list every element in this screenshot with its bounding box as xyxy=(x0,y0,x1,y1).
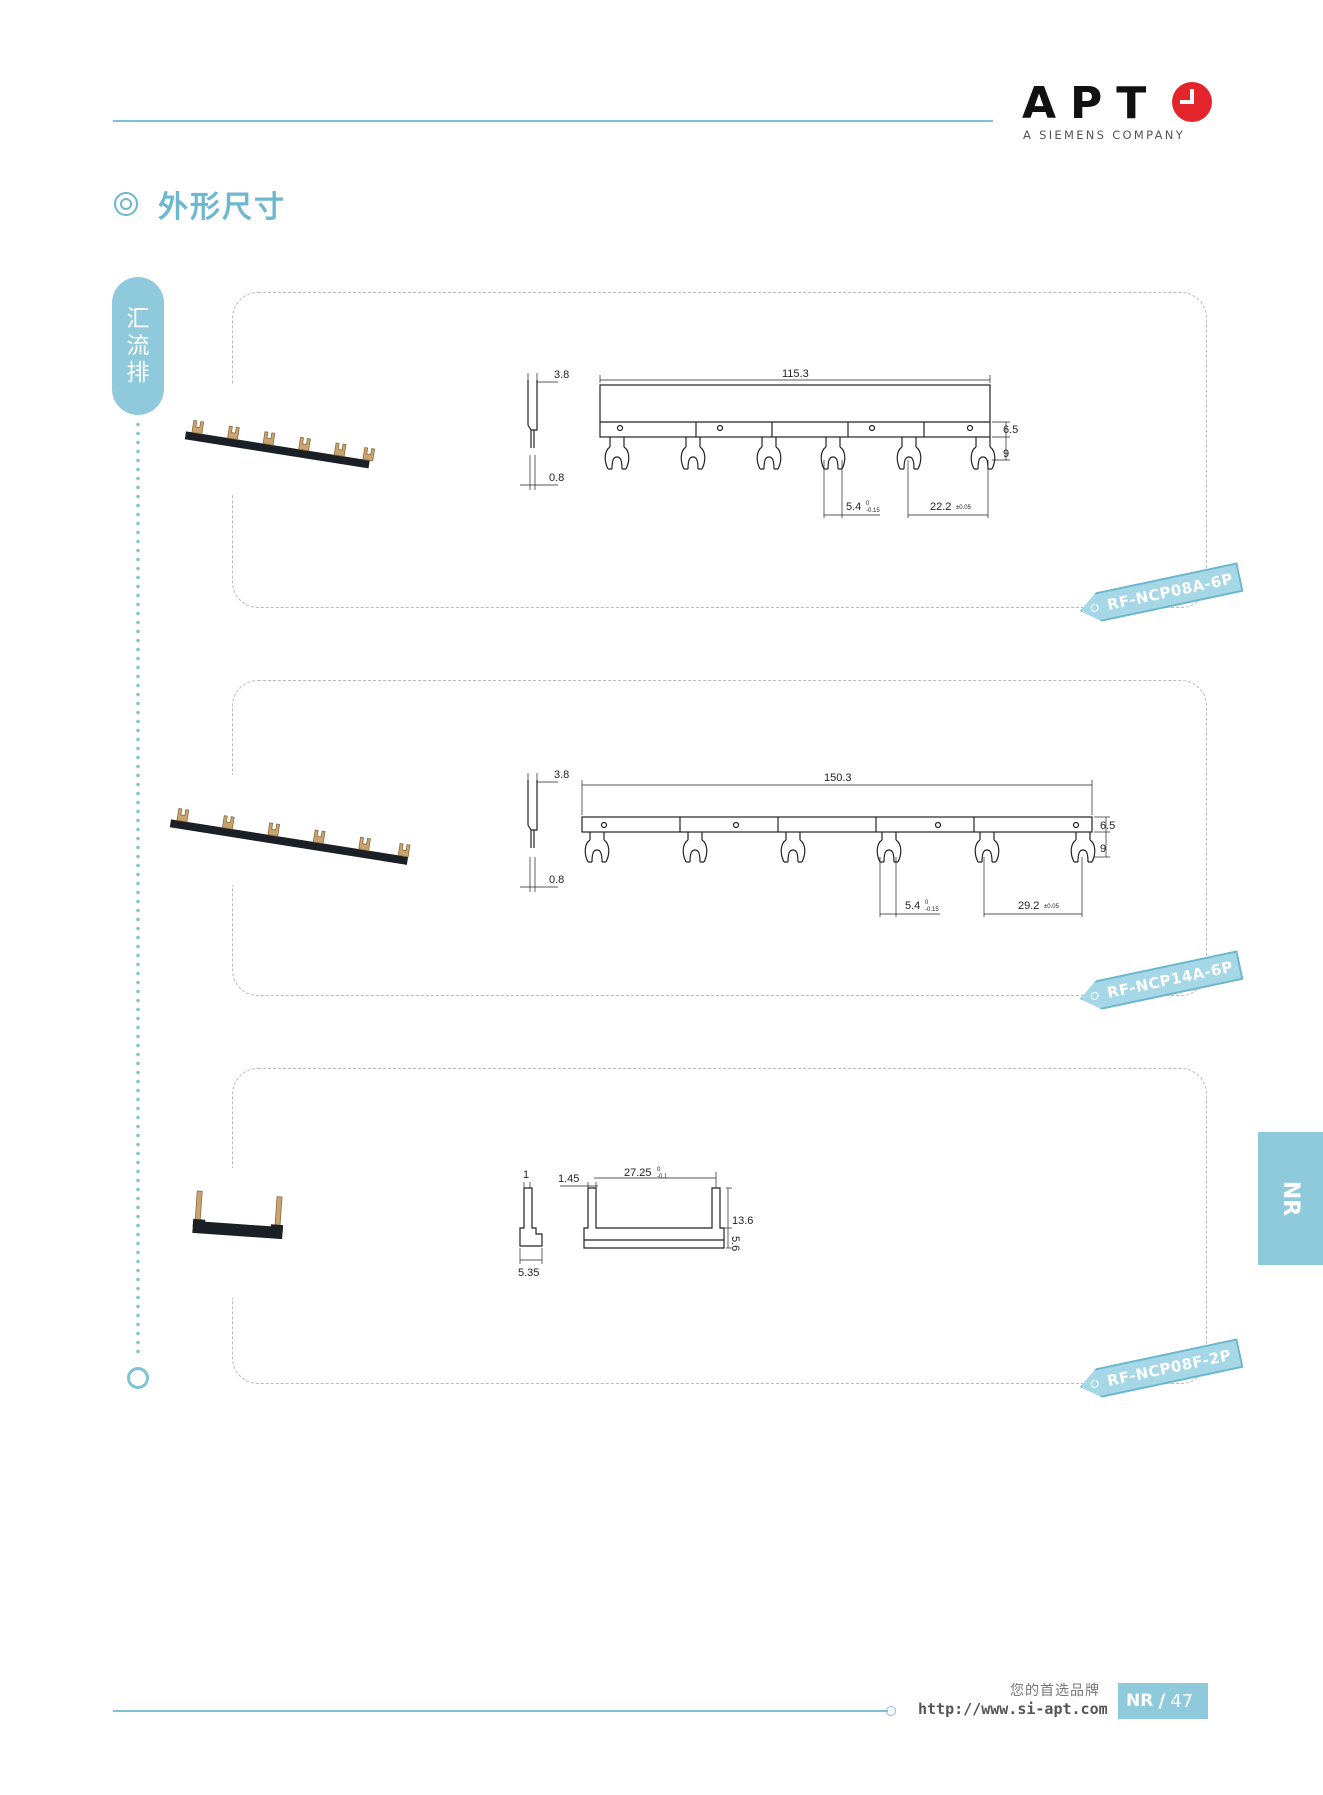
category-char: 汇 xyxy=(126,305,150,332)
dim-height-a: 6.5 xyxy=(1100,820,1115,832)
logo-tagline: A SIEMENS COMPANY xyxy=(1023,128,1186,142)
footer-rule xyxy=(113,1710,888,1712)
double-ring-icon xyxy=(114,192,138,216)
dim-height-b: 9 xyxy=(1003,448,1009,460)
footer-url[interactable]: http://www.si-apt.com xyxy=(918,1700,1108,1718)
header-rule xyxy=(113,120,993,122)
dim-offset: 1.45 xyxy=(558,1173,579,1185)
apt-logo: APT A SIEMENS COMPANY xyxy=(1022,80,1212,144)
dim-length: 115.3 xyxy=(782,368,809,380)
dim-height: 13.6 xyxy=(732,1215,753,1227)
dim-slot-tol-top: 0 xyxy=(866,501,870,507)
tag-hole-icon xyxy=(1090,991,1099,1000)
busbar-photo-3 xyxy=(192,1190,284,1240)
section-title: 外形尺寸 xyxy=(158,190,286,225)
tag-hole-icon xyxy=(1090,1379,1099,1388)
logo-wordmark: APT xyxy=(1022,78,1161,129)
dim-thickness-bottom: 0.8 xyxy=(549,874,564,886)
tag-hole-icon xyxy=(1090,603,1099,612)
dim-foot: 5.35 xyxy=(518,1267,539,1279)
timeline-end-ring xyxy=(127,1367,149,1389)
dim-slot-tol-bottom: -0.15 xyxy=(866,508,880,514)
dimension-drawing-3: 1 1.45 27.25 0 -0.1 13.6 5.6 5.35 xyxy=(518,1167,753,1279)
dim-width-tol-top: 0 xyxy=(657,1167,661,1173)
dim-pitch-tol: ±0.05 xyxy=(1044,904,1060,910)
footer-slogan: 您的首选品牌 xyxy=(1010,1683,1100,1699)
page-number: 47 xyxy=(1170,1690,1194,1712)
section-heading: 外形尺寸 xyxy=(114,184,286,225)
dim-width: 27.25 xyxy=(624,1167,652,1179)
dim-length: 150.3 xyxy=(824,772,852,784)
busbar-photo-1 xyxy=(184,420,376,469)
dim-height-b: 9 xyxy=(1100,843,1106,855)
dim-pitch-tol: ±0.05 xyxy=(956,505,972,511)
busbar-photo-2 xyxy=(169,808,411,865)
category-pill: 汇 流 排 xyxy=(112,277,164,415)
dim-slot: 5.4 xyxy=(846,501,861,513)
dim-thickness-top: 3.8 xyxy=(554,369,569,381)
dim-thickness-top: 3.8 xyxy=(554,769,569,781)
dimension-drawing-1: 3.8 0.8 115.3 6.5 9 5.4 0 -0.15 22.2 ±0.… xyxy=(520,368,1018,518)
logo-clock-icon xyxy=(1172,82,1212,122)
dim-pitch: 29.2 xyxy=(1018,900,1039,912)
dim-top: 1 xyxy=(523,1169,529,1181)
chapter-tab-label: NR xyxy=(1277,1180,1303,1217)
dimension-drawing-2: 3.8 0.8 150.3 6.5 9 5.4 0 -0.15 29.2 ±0.… xyxy=(520,769,1115,917)
category-char: 排 xyxy=(126,359,150,386)
dim-width-tol-bottom: -0.1 xyxy=(657,1174,668,1180)
footer-ring xyxy=(886,1706,896,1716)
dim-height-a: 6.5 xyxy=(1003,424,1018,436)
dim-base: 5.6 xyxy=(729,1236,741,1251)
footer-section: NR xyxy=(1126,1691,1154,1711)
chapter-tab[interactable]: NR xyxy=(1258,1132,1323,1265)
dim-slot-tol-top: 0 xyxy=(925,900,929,906)
dim-slot-tol-bottom: -0.15 xyxy=(925,907,939,913)
page-number-box: NR / 47 xyxy=(1118,1683,1208,1719)
dim-pitch: 22.2 xyxy=(930,501,951,513)
footer-slash: / xyxy=(1158,1690,1166,1712)
category-char: 流 xyxy=(126,332,150,359)
dim-slot: 5.4 xyxy=(905,900,920,912)
dim-thickness-bottom: 0.8 xyxy=(549,472,564,484)
timeline-dots xyxy=(136,420,140,1355)
